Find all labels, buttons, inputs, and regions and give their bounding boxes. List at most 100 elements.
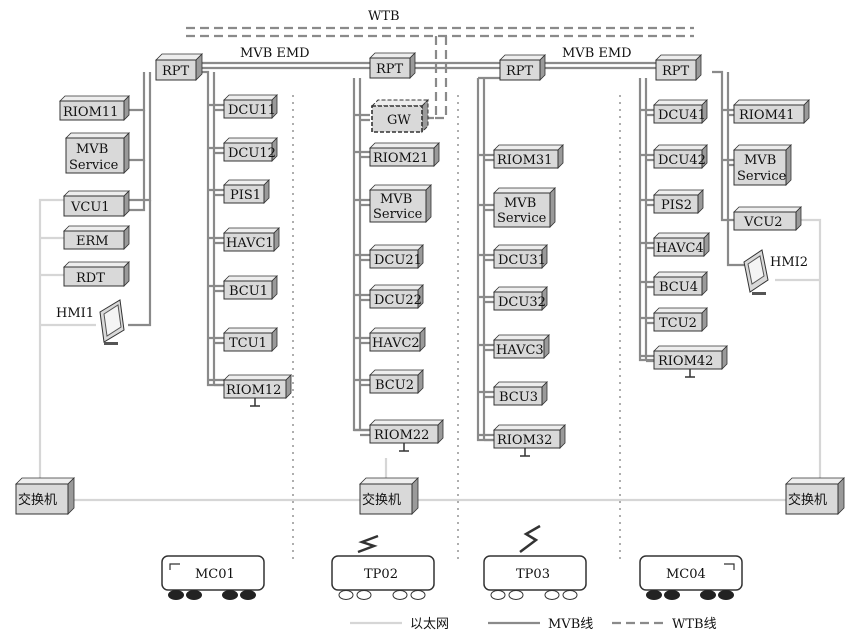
dcu21-label: DCU21 xyxy=(374,253,422,268)
riom21-box: RIOM21 xyxy=(369,142,440,167)
gw-label: GW xyxy=(387,113,411,128)
riom12-box: RIOM12 xyxy=(223,374,292,407)
bcu3-box: BCU3 xyxy=(493,381,548,406)
dcu11-box: DCU11 xyxy=(223,94,278,119)
erm-box: ERM xyxy=(63,225,130,250)
car-tp02: TP02 xyxy=(331,534,435,600)
dcu12-label: DCU12 xyxy=(228,146,276,161)
havc4-box: HAVC4 xyxy=(653,232,710,257)
car-mc04: MC04 xyxy=(639,555,743,600)
vcu2-box: VCU2 xyxy=(733,206,802,231)
car2-mvb-lines xyxy=(352,78,370,437)
mvb-emd-label-right: MVB EMD xyxy=(562,46,632,61)
dcu42-box: DCU42 xyxy=(653,144,708,169)
tcu2-box: TCU2 xyxy=(653,307,708,332)
car-label-tp03: TP03 xyxy=(516,567,550,582)
switch-label-right: 交换机 xyxy=(788,492,827,508)
switch-center: 交换机 xyxy=(359,477,419,515)
hmi1-label: HMI1 xyxy=(56,306,94,321)
service-label-c3: Service xyxy=(497,211,547,226)
dcu41-label: DCU41 xyxy=(658,108,706,123)
bcu1-label: BCU1 xyxy=(229,284,268,299)
service-label-c4: Service xyxy=(737,169,787,184)
dcu22-label: DCU22 xyxy=(374,293,422,308)
riom21-label: RIOM21 xyxy=(373,151,428,166)
riom12-label: RIOM12 xyxy=(226,383,281,398)
bcu2-label: BCU2 xyxy=(375,378,414,393)
switch-label-center: 交换机 xyxy=(362,492,401,508)
switch-right: 交换机 xyxy=(785,477,845,515)
bcu3-label: BCU3 xyxy=(499,390,538,405)
pis1-label: PIS1 xyxy=(230,188,261,203)
rpt-box-c1: RPT xyxy=(155,53,203,81)
rpt-label-c1: RPT xyxy=(162,64,190,79)
pis2-label: PIS2 xyxy=(661,198,692,213)
dcu11-label: DCU11 xyxy=(228,103,276,118)
car-label-mc04: MC04 xyxy=(666,567,706,582)
car3-mvb-lines xyxy=(476,76,500,442)
car-label-mc01: MC01 xyxy=(195,567,235,582)
wtb-title: WTB xyxy=(368,9,400,24)
vcu1-box: VCU1 xyxy=(63,190,130,217)
tcu1-label: TCU1 xyxy=(229,336,267,351)
switch-left: 交换机 xyxy=(15,477,75,515)
riom22-box: RIOM22 xyxy=(369,419,444,452)
mvb-label-c3: MVB xyxy=(504,196,536,211)
pis2-box: PIS2 xyxy=(653,189,704,214)
wtb-bus xyxy=(186,26,694,120)
tcu1-box: TCU1 xyxy=(223,327,278,352)
pis1-box: PIS1 xyxy=(223,179,270,204)
mvb-label-c1: MVB xyxy=(76,142,108,157)
car-mc01: MC01 xyxy=(161,555,265,600)
bcu4-box: BCU4 xyxy=(653,271,708,296)
legend-wtb-label: WTB线 xyxy=(672,617,717,632)
riom11-label: RIOM11 xyxy=(63,105,118,120)
car-separators xyxy=(292,95,621,560)
dcu31-label: DCU31 xyxy=(498,253,546,268)
riom22-label: RIOM22 xyxy=(374,428,429,443)
riom11-box: RIOM11 xyxy=(59,95,130,121)
havc3-box: HAVC3 xyxy=(493,334,550,359)
mvb-label-c4: MVB xyxy=(744,153,776,168)
rpt-label-c2: RPT xyxy=(376,62,404,77)
riom42-label: RIOM42 xyxy=(658,354,713,369)
legend: 以太网 MVB线 WTB线 xyxy=(350,617,717,632)
hmi2-device: HMI2 xyxy=(743,249,808,295)
mvb-service-box-c4: MVB Service xyxy=(733,144,792,186)
havc3-label: HAVC3 xyxy=(496,343,544,358)
havc1-label: HAVC1 xyxy=(226,236,274,251)
riom41-box: RIOM41 xyxy=(733,99,810,124)
riom41-label: RIOM41 xyxy=(739,108,794,123)
riom32-label: RIOM32 xyxy=(497,433,552,448)
service-label-c1: Service xyxy=(69,158,119,173)
monitor-icon xyxy=(743,249,769,295)
legend-ethernet-label: 以太网 xyxy=(410,617,449,632)
car-label-tp02: TP02 xyxy=(364,567,398,582)
riom32-box: RIOM32 xyxy=(493,424,566,457)
bcu1-box: BCU1 xyxy=(223,275,278,300)
bcu2-box: BCU2 xyxy=(369,369,424,394)
havc2-label: HAVC2 xyxy=(372,336,420,351)
dcu42-label: DCU42 xyxy=(658,153,706,168)
dcu32-box: DCU32 xyxy=(493,286,548,311)
car4-mvb-lines xyxy=(638,70,756,363)
rpt-box-c2: RPT xyxy=(369,52,416,79)
rpt-label-c3: RPT xyxy=(506,64,534,79)
rdt-box: RDT xyxy=(63,261,130,287)
bcu4-label: BCU4 xyxy=(659,280,698,295)
vcu2-label: VCU2 xyxy=(743,215,783,230)
erm-label: ERM xyxy=(76,234,109,249)
rpt-label-c4: RPT xyxy=(662,64,690,79)
monitor-icon xyxy=(99,299,125,345)
mvb-emd-label-left: MVB EMD xyxy=(240,46,310,61)
hmi2-label: HMI2 xyxy=(770,255,808,270)
riom31-box: RIOM31 xyxy=(493,144,564,169)
tcu2-label: TCU2 xyxy=(659,316,697,331)
mvb-service-box-c3: MVB Service xyxy=(493,187,556,228)
dcu41-box: DCU41 xyxy=(653,99,708,124)
dcu21-box: DCU21 xyxy=(369,244,424,269)
mvb-service-box-c1: MVB Service xyxy=(65,132,130,174)
havc1-box: HAVC1 xyxy=(223,227,280,252)
